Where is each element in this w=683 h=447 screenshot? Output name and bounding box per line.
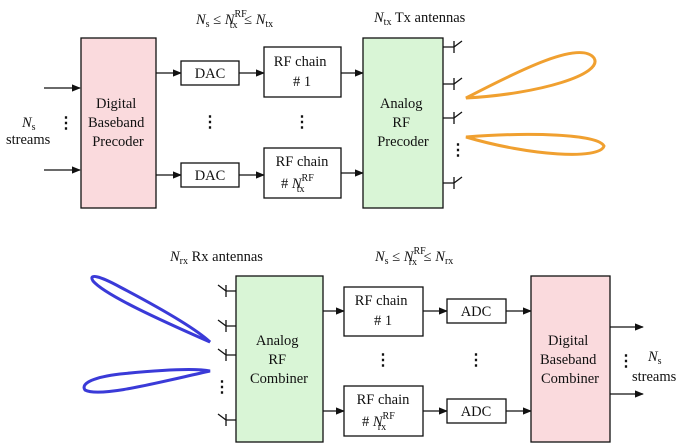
- rx-output-streams-label: Ns: [647, 349, 662, 367]
- tx-input-streams-text: streams: [6, 132, 51, 148]
- tx-beam-lower: [465, 132, 606, 156]
- rx-rf-chain-last: [343, 385, 424, 437]
- tx-antenna-4: [443, 176, 463, 189]
- analog-rf-precoder-block: [362, 37, 444, 209]
- rx-antenna-4: [217, 413, 236, 426]
- adc-block-1: [446, 298, 507, 324]
- rx-output-streams-text: streams: [632, 369, 677, 385]
- tx-antenna-1: [443, 40, 463, 53]
- tx-rf-chain-dots: ⋮: [294, 114, 310, 131]
- rx-antenna-array: [217, 284, 236, 426]
- digital-baseband-combiner-block: [530, 275, 611, 443]
- dac-block-2: [180, 162, 240, 188]
- rx-antenna-2: [217, 319, 236, 332]
- tx-input-dots: ⋮: [58, 115, 74, 132]
- tx-rf-chain-1: [263, 46, 342, 98]
- digital-baseband-combiner-label: Digital Baseband Combiner: [540, 333, 600, 387]
- rx-rf-chain-1: [343, 286, 424, 337]
- tx-beam-upper: [465, 51, 597, 100]
- analog-rf-precoder-label: Analog RF Precoder: [377, 96, 429, 150]
- rx-adc-dots: ⋮: [468, 352, 484, 369]
- tx-antenna-2: [443, 77, 463, 90]
- tx-rf-chain-last-line1: RF chain: [276, 154, 330, 170]
- rx-rf-chain-1-label: RF chain # 1: [355, 293, 411, 329]
- analog-rf-combiner-block: [235, 275, 324, 443]
- tx-input-streams-label: Ns: [21, 115, 36, 133]
- digital-baseband-precoder-block: [80, 37, 157, 209]
- rx-rf-chain-dots: ⋮: [375, 352, 391, 369]
- tx-antenna-3: [443, 111, 463, 124]
- adc-label-2: ADC: [461, 404, 492, 420]
- adc-block-2: [446, 398, 507, 424]
- dac-label-2: DAC: [195, 168, 226, 184]
- rx-output-dots: ⋮: [618, 353, 634, 370]
- rx-rf-chain-last-line1: RF chain: [357, 392, 411, 408]
- rx-antenna-1: [217, 284, 236, 297]
- tx-antenna-dots: ⋮: [450, 142, 466, 159]
- tx-antennas-label: Ntx Tx antennas: [373, 10, 466, 28]
- tx-dac-dots: ⋮: [202, 114, 218, 131]
- dac-label-1: DAC: [195, 66, 226, 82]
- dac-block-1: [180, 60, 240, 86]
- rx-antenna-dots: ⋮: [214, 379, 230, 396]
- rx-beam-lower: [82, 368, 211, 394]
- adc-label-1: ADC: [461, 304, 492, 320]
- rx-antenna-3: [217, 348, 236, 361]
- tx-rf-chain-1-label: RF chain # 1: [274, 54, 330, 90]
- rx-beam-upper: [90, 274, 212, 344]
- rx-antennas-label: Nrx Rx antennas: [169, 249, 263, 267]
- digital-baseband-precoder-label: Digital Baseband Precoder: [88, 96, 148, 150]
- tx-antenna-array: [443, 40, 463, 189]
- analog-rf-combiner-label: Analog RF Combiner: [250, 333, 308, 387]
